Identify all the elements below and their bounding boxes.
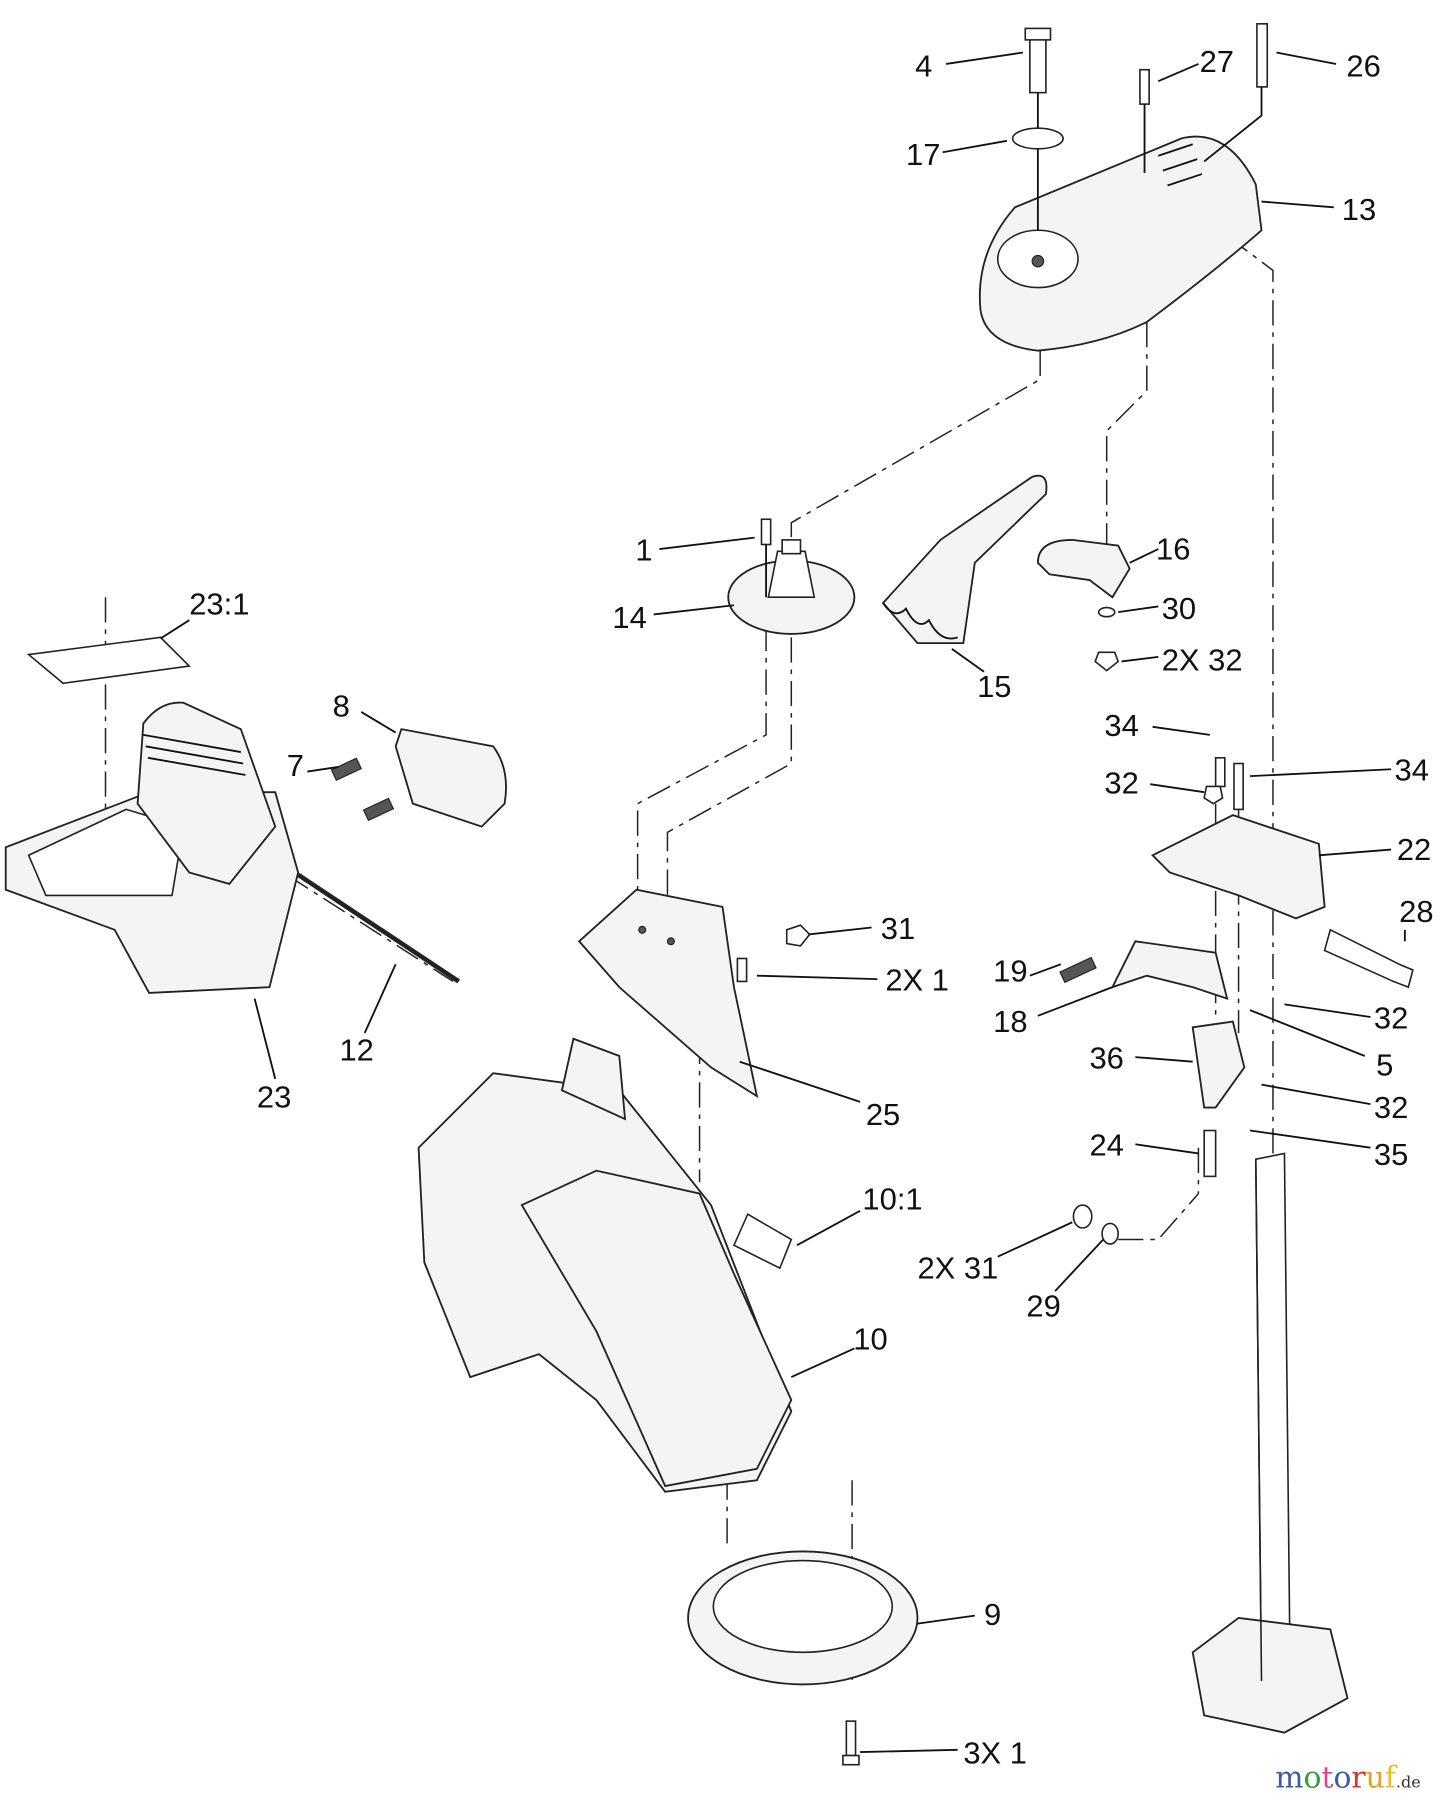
callout: 8 bbox=[333, 689, 350, 724]
callout: 2X 32 bbox=[1162, 643, 1243, 678]
part-19-spring bbox=[1059, 956, 1097, 984]
watermark-brand: motoruf bbox=[1275, 1761, 1398, 1796]
callout: 19 bbox=[993, 953, 1027, 988]
part-7-springs bbox=[330, 757, 395, 822]
part-4-bolt bbox=[1024, 27, 1052, 231]
callout: 35 bbox=[1374, 1137, 1408, 1172]
part-1-screw-b bbox=[736, 957, 748, 983]
callout: 1 bbox=[635, 533, 652, 568]
part-8-cover bbox=[394, 728, 507, 828]
watermark-letter: o bbox=[1333, 1761, 1351, 1796]
callout: 34 bbox=[1104, 708, 1138, 743]
callout: 23 bbox=[257, 1080, 291, 1115]
part-26-screw bbox=[1203, 23, 1269, 163]
callout: 32 bbox=[1374, 1000, 1408, 1035]
callout: 2X 1 bbox=[885, 963, 949, 998]
part-16-clamp bbox=[1036, 538, 1131, 599]
leader-lines bbox=[160, 51, 1406, 1754]
part-17-washer bbox=[1011, 127, 1064, 150]
part-1-screw bbox=[760, 518, 772, 598]
watermark-suffix: .de bbox=[1396, 1773, 1421, 1792]
callout: 16 bbox=[1156, 531, 1190, 566]
callout: 10 bbox=[853, 1322, 887, 1357]
part-36-link bbox=[1191, 1020, 1246, 1109]
watermark-logo: motoruf.de bbox=[1275, 1761, 1421, 1796]
callout: 17 bbox=[906, 137, 940, 172]
part-34-screws bbox=[1214, 756, 1244, 811]
part-14-gear bbox=[727, 539, 856, 635]
callout: 22 bbox=[1397, 832, 1431, 867]
part-32-nut-b bbox=[1203, 785, 1224, 805]
callout: 14 bbox=[612, 600, 646, 635]
part-25-bracket bbox=[577, 888, 759, 1099]
part-30-washer bbox=[1097, 606, 1116, 618]
callout: 2X 31 bbox=[917, 1250, 998, 1285]
part-12-rod bbox=[296, 872, 460, 984]
callout: 9 bbox=[984, 1597, 1001, 1632]
part-23-1-decal bbox=[26, 636, 191, 685]
part-27-screw bbox=[1139, 68, 1150, 173]
watermark-letter: r bbox=[1351, 1761, 1366, 1796]
part-18-lever bbox=[1110, 940, 1229, 1001]
callout: 7 bbox=[287, 748, 304, 783]
callout: 12 bbox=[339, 1033, 373, 1068]
part-15-shift-arm bbox=[881, 474, 1048, 645]
callout: 30 bbox=[1162, 591, 1196, 626]
part-32-nut bbox=[1094, 651, 1120, 672]
part-1-screw-c bbox=[842, 1720, 860, 1766]
callout: 18 bbox=[993, 1004, 1027, 1039]
callout: 26 bbox=[1346, 49, 1380, 84]
callout: 32 bbox=[1374, 1090, 1408, 1125]
callout: 25 bbox=[866, 1097, 900, 1132]
part-10-1-decal bbox=[732, 1213, 793, 1270]
callout: 36 bbox=[1089, 1041, 1123, 1076]
part-column bbox=[1191, 1152, 1349, 1734]
callout: 23:1 bbox=[189, 586, 249, 621]
part-22-bracket bbox=[1151, 814, 1326, 920]
part-31-nut bbox=[785, 924, 811, 947]
watermark-letter: t bbox=[1321, 1761, 1333, 1796]
callout: 28 bbox=[1399, 894, 1433, 929]
callout: 27 bbox=[1200, 44, 1234, 79]
watermark-letter: u bbox=[1366, 1761, 1385, 1796]
watermark-letter: m bbox=[1275, 1761, 1303, 1796]
callout: 5 bbox=[1376, 1047, 1393, 1082]
callout: 15 bbox=[977, 669, 1011, 704]
callout: 32 bbox=[1104, 765, 1138, 800]
callout: 29 bbox=[1026, 1288, 1060, 1323]
part-9-ring bbox=[687, 1550, 919, 1686]
part-31-29-nut-washer bbox=[1072, 1193, 1199, 1245]
callout: 4 bbox=[915, 49, 932, 84]
watermark-letter: f bbox=[1385, 1761, 1398, 1796]
part-10-chute bbox=[417, 1037, 793, 1493]
callout: 3X 1 bbox=[963, 1736, 1027, 1771]
callout: 34 bbox=[1395, 753, 1429, 788]
part-24-bolt bbox=[1203, 1129, 1217, 1178]
watermark-letter: o bbox=[1304, 1761, 1322, 1796]
callout: 13 bbox=[1342, 192, 1376, 227]
callout: 31 bbox=[881, 911, 915, 946]
part-23-control-panel bbox=[4, 701, 300, 994]
callout-labels: 4 27 26 17 13 1 16 14 30 2X 32 15 23:1 8… bbox=[189, 44, 1433, 1771]
part-28-pin bbox=[1323, 928, 1414, 989]
callout: 24 bbox=[1089, 1128, 1123, 1163]
callout: 10:1 bbox=[862, 1182, 922, 1217]
part-13-housing bbox=[978, 135, 1263, 352]
